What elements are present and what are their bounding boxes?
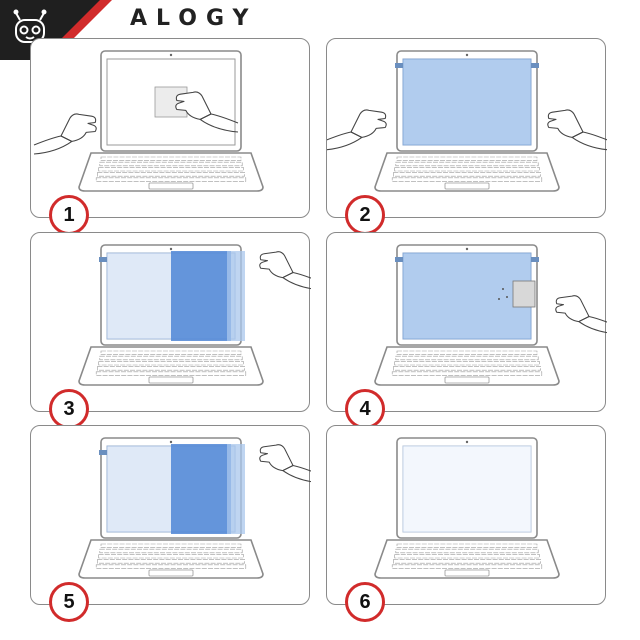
keyboard-row (394, 361, 540, 366)
peeled-liner (171, 251, 231, 341)
touchpad (148, 376, 194, 384)
robot-face-icon (13, 9, 47, 43)
brand-name: ALOGY (130, 6, 258, 31)
keyboard-row (100, 156, 242, 161)
keyboard-row (393, 559, 541, 564)
squeegee-card (512, 280, 536, 308)
bubble (506, 296, 508, 298)
hand-icon (175, 91, 239, 133)
keyboard-row (99, 161, 243, 167)
keyboard-row (97, 559, 245, 564)
keyboard-row (395, 161, 539, 167)
filter-tab (531, 257, 539, 262)
keyboard-row (95, 564, 247, 569)
step-panel-4: 4 (326, 232, 607, 429)
laptop-illustration (374, 244, 607, 386)
liner-edge (227, 444, 245, 534)
keyboard-row (396, 543, 538, 548)
keyboard-row (391, 371, 543, 376)
laptop-illustration (33, 50, 264, 192)
keyboard-row (99, 355, 243, 361)
step-panel-3: 3 (30, 232, 311, 429)
bubble (502, 288, 504, 290)
keyboard-row (97, 366, 245, 371)
peeled-liner (171, 444, 231, 534)
step-number: 1 (49, 195, 89, 235)
step-panel-1: 1 (30, 38, 310, 235)
camera-icon (465, 247, 469, 251)
touchpad (444, 182, 490, 190)
keyboard-row (98, 361, 244, 366)
touchpad (148, 182, 194, 190)
corner-logo (0, 0, 112, 60)
keyboard-row (391, 564, 543, 569)
laptop-illustration (78, 244, 311, 386)
bubble (498, 298, 500, 300)
keyboard-row (100, 543, 242, 548)
step-number: 2 (345, 195, 385, 235)
camera-icon (169, 440, 173, 444)
keyboard-row (393, 172, 541, 177)
step-number: 6 (345, 582, 385, 622)
step-number: 4 (345, 389, 385, 429)
hand-icon (555, 295, 607, 334)
camera-icon (169, 53, 173, 57)
hand-icon (547, 109, 607, 151)
filter-tab (99, 257, 107, 262)
laptop-illustration (374, 437, 560, 579)
laptop-illustration (327, 50, 607, 192)
camera-icon (465, 53, 469, 57)
step-number: 3 (49, 389, 89, 429)
keyboard-row (393, 366, 541, 371)
keyboard-row (395, 548, 539, 554)
keyboard-row (98, 554, 244, 559)
keyboard-row (100, 350, 242, 355)
keyboard-row (98, 167, 244, 172)
filter-tab (395, 63, 403, 68)
keyboard-row (396, 156, 538, 161)
keyboard-row (391, 177, 543, 182)
hand-icon (33, 113, 97, 155)
keyboard-row (95, 177, 247, 182)
keyboard-row (394, 167, 540, 172)
step-panel-5: 5 (30, 425, 311, 622)
liner-edge (227, 251, 245, 341)
step-panel-2: 2 (326, 38, 607, 235)
keyboard-row (99, 548, 243, 554)
hand-icon (259, 251, 311, 290)
touchpad (444, 569, 490, 577)
keyboard-row (95, 371, 247, 376)
filter-tab (99, 450, 107, 455)
keyboard-row (394, 554, 540, 559)
touchpad (148, 569, 194, 577)
keyboard-row (395, 355, 539, 361)
camera-icon (465, 440, 469, 444)
step-number: 5 (49, 582, 89, 622)
keyboard-row (396, 350, 538, 355)
privacy-filter (402, 252, 532, 340)
camera-icon (169, 247, 173, 251)
keyboard-row (97, 172, 245, 177)
filter-tab (395, 257, 403, 262)
step-panel-6: 6 (326, 425, 606, 622)
laptop-illustration (78, 437, 311, 579)
hand-icon (327, 109, 387, 151)
filter-tab (531, 63, 539, 68)
touchpad (444, 376, 490, 384)
hand-icon (259, 444, 311, 483)
privacy-filter (402, 445, 532, 533)
privacy-filter (402, 58, 532, 146)
